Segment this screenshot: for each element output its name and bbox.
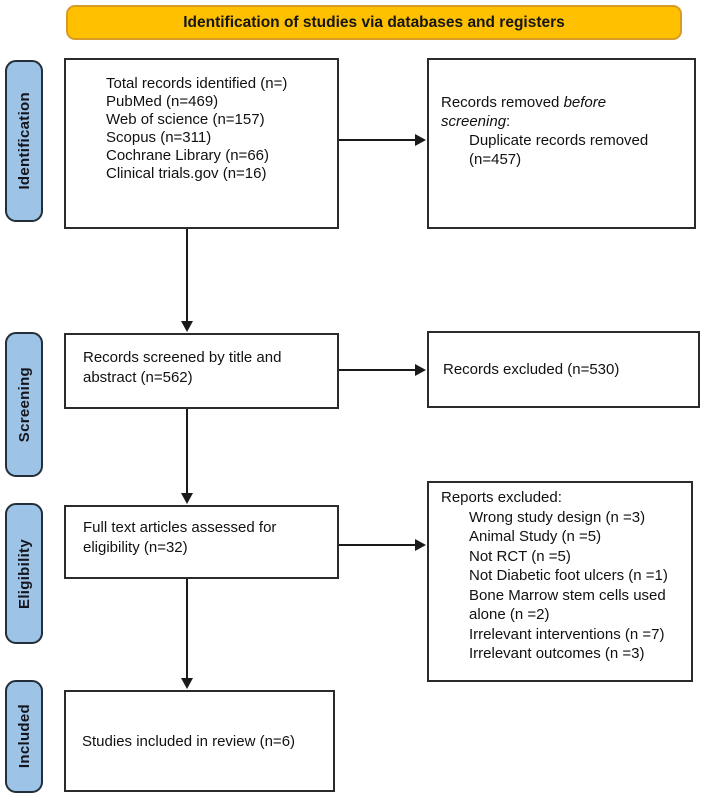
records-identified-lines: Total records identified (n=)PubMed (n=4… — [106, 75, 329, 183]
reports-excluded-item: Irrelevant interventions (n =7) — [469, 625, 665, 643]
records-removed-item: Duplicate records removed (n=457) — [469, 132, 649, 168]
title-banner-text: Identification of studies via databases … — [183, 13, 565, 31]
stage-label-screening: Screening — [5, 332, 43, 477]
arrow-fulltext-to-reports-excluded — [339, 539, 426, 551]
reports-excluded-item: Irrelevant outcomes (n =3) — [469, 645, 645, 662]
stage-label-included: Included — [5, 680, 43, 793]
record-source-line: Cochrane Library (n=66) — [106, 147, 270, 164]
arrow-screened-to-fulltext — [181, 409, 193, 504]
records-removed-lead: Records removed — [441, 94, 564, 111]
box-reports-excluded: Reports excluded: Wrong study design (n … — [427, 481, 693, 682]
records-removed-italic: before screening — [441, 94, 607, 130]
reports-excluded-item: Wrong study design (n =3) — [469, 508, 646, 526]
stage-label-included-text: Included — [15, 704, 33, 769]
record-source-line: Total records identified (n=) — [106, 75, 288, 92]
reports-excluded-items: Wrong study design (n =3) Animal Study (n… — [441, 508, 677, 664]
arrow-identified-to-removed — [339, 134, 426, 146]
stage-label-identification: Identification — [5, 60, 43, 222]
box-records-identified: Total records identified (n=)PubMed (n=4… — [64, 58, 339, 229]
reports-excluded-item: Animal Study (n =5) — [469, 528, 602, 545]
stage-label-eligibility-text: Eligibility — [15, 538, 33, 609]
stage-label-eligibility: Eligibility — [5, 503, 43, 644]
reports-excluded-title: Reports excluded: — [441, 489, 562, 506]
arrow-screened-to-excluded — [339, 364, 426, 376]
title-banner: Identification of studies via databases … — [66, 5, 682, 40]
arrow-identified-to-screened — [181, 229, 193, 332]
studies-included-text: Studies included in review (n=6) — [82, 732, 296, 750]
box-studies-included: Studies included in review (n=6) — [64, 690, 335, 792]
record-source-line: PubMed (n=469) — [106, 93, 219, 110]
records-removed-colon: : — [506, 113, 511, 130]
record-source-line: Web of science (n=157) — [106, 111, 265, 128]
box-full-text-assessed: Full text articles assessed for eligibil… — [64, 505, 339, 579]
full-text-assessed-text: Full text articles assessed for eligibil… — [83, 519, 277, 556]
arrow-fulltext-to-included — [181, 579, 193, 689]
records-removed-heading: Records removed before screening: — [441, 93, 667, 131]
record-source-line: Clinical trials.gov (n=16) — [106, 165, 267, 182]
box-records-screened: Records screened by title and abstract (… — [64, 333, 339, 409]
stage-label-identification-text: Identification — [15, 92, 33, 190]
stage-label-screening-text: Screening — [15, 366, 33, 443]
reports-excluded-item: Not RCT (n =5) — [469, 547, 571, 565]
record-source-line: Scopus (n=311) — [106, 129, 212, 146]
records-excluded-text: Records excluded (n=530) — [443, 361, 620, 378]
records-screened-text: Records screened by title and abstract (… — [83, 349, 282, 386]
box-records-removed: Records removed before screening: Duplic… — [427, 58, 696, 229]
records-removed-items: Duplicate records removed (n=457) — [441, 131, 682, 169]
box-records-excluded: Records excluded (n=530) — [427, 331, 700, 408]
reports-excluded-item: Bone Marrow stem cells used alone (n =2) — [469, 586, 666, 624]
reports-excluded-item: Not Diabetic foot ulcers (n =1) — [469, 567, 668, 584]
